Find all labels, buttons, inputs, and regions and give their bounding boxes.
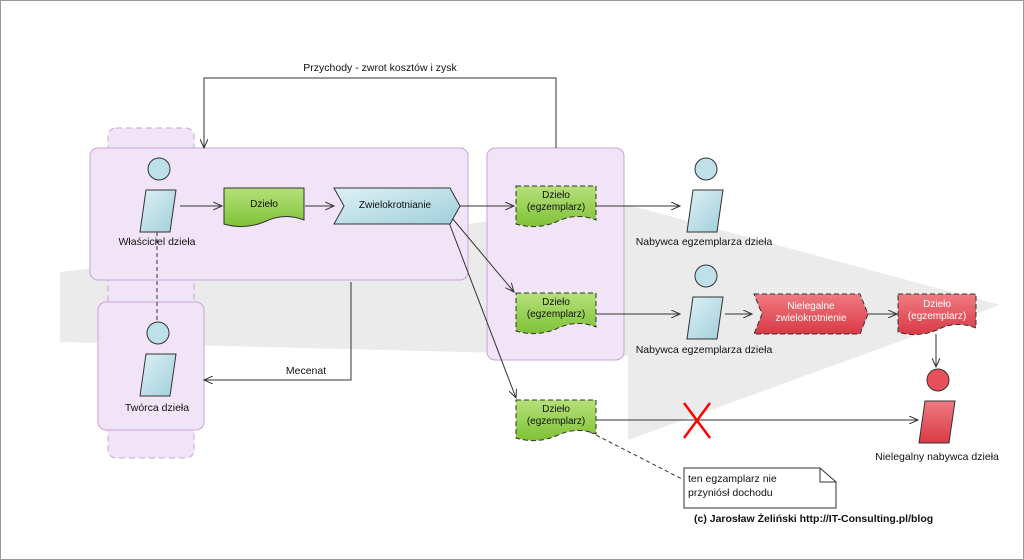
buyer1-actor-icon (686, 157, 724, 233)
multiplication-to-copy3-arrow (447, 219, 516, 398)
note-anchor-line (589, 431, 685, 481)
buyer2-label: Nabywca egzemplarza dzieła (635, 344, 773, 356)
illegal-buyer-label: Nielegalny nabywca dzieła (875, 451, 999, 463)
credit-text: (c) Jarosław Żeliński http://IT-Consulti… (694, 513, 934, 525)
work-label: Dzieło (250, 199, 278, 210)
owner-actor-icon (139, 157, 177, 233)
illegal-copy-shape (897, 293, 977, 336)
copy3-label: Dzieło (egzemplarz) (526, 404, 586, 427)
mecenat-flow-line (204, 282, 352, 380)
multiplication-shape (333, 187, 461, 225)
creator-label: Twórca dzieła (124, 402, 190, 414)
multiplication-to-copy2-arrow (451, 217, 514, 292)
copy1-label: Dzieło (egzemplarz) (526, 190, 586, 213)
work-document-shape (223, 187, 305, 228)
buyer1-label: Nabywca egzemplarza dzieła (635, 236, 773, 248)
note-text: ten egzamplarz nie przyniósł dochodu (688, 473, 777, 499)
illegal-copy-label: Dzieło (egzemplarz) (907, 299, 967, 322)
owner-label: Właściciel dzieła (118, 236, 196, 248)
creator-actor-icon (139, 321, 177, 397)
blocked-cross-icon (682, 402, 712, 439)
revenue-flow-line (204, 77, 557, 148)
illegal-multiplication-shape (753, 293, 869, 335)
buyer2-actor-icon (686, 264, 724, 340)
revenue-label: Przychody - zwrot kosztów i zysk (303, 62, 457, 74)
note-shape (683, 467, 837, 509)
copy1-shape (515, 185, 597, 228)
copy2-label: Dzieło (egzemplarz) (526, 297, 586, 320)
copy2-shape (515, 292, 597, 335)
mecenat-label: Mecenat (285, 365, 327, 377)
illegal-buyer-actor-icon (918, 368, 956, 444)
copy3-shape (515, 399, 597, 442)
multiplication-label: Zwielokrotnianie (358, 200, 432, 211)
illegal-multiplication-label: Nielegalne zwielokrotnienie (775, 301, 847, 324)
